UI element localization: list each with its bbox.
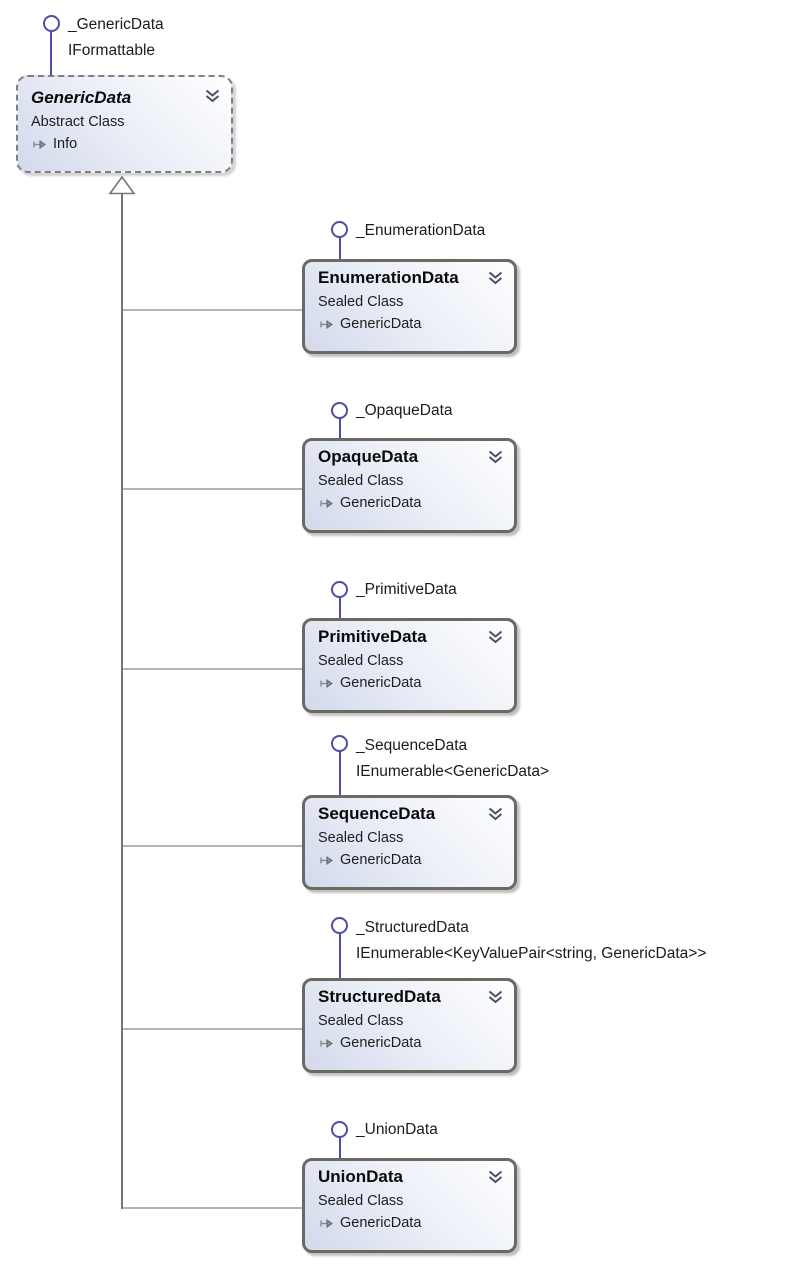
collapse-chevron-icon[interactable] — [488, 271, 503, 285]
member-arrow-icon — [320, 1218, 333, 1228]
lollipop-stick — [339, 597, 341, 618]
class-box-enumerationdata[interactable]: EnumerationData Sealed Class GenericData — [302, 259, 517, 354]
base-type-label: GenericData — [340, 852, 422, 868]
member-arrow-icon — [320, 498, 333, 508]
lollipop-circle-icon[interactable] — [331, 1121, 348, 1138]
base-type-member[interactable]: GenericData — [319, 852, 421, 868]
interface-label: IFormattable — [68, 42, 156, 59]
lollipop-circle-icon[interactable] — [331, 402, 348, 419]
inheritance-branch-line — [123, 1207, 302, 1209]
interface-label: IEnumerable<GenericData> — [356, 763, 550, 780]
member-arrow-icon — [320, 678, 333, 688]
lollipop-stick — [50, 32, 52, 75]
class-title: OpaqueData — [318, 447, 419, 466]
class-box-uniondata[interactable]: UnionData Sealed Class GenericData — [302, 1158, 517, 1253]
lollipop-stick — [339, 418, 341, 438]
inheritance-branch-line — [123, 845, 302, 847]
class-kind-label: Abstract Class — [31, 114, 125, 130]
base-type-label: GenericData — [340, 495, 422, 511]
interface-label: _OpaqueData — [356, 402, 453, 419]
collapse-chevron-icon[interactable] — [205, 89, 220, 103]
class-box-opaquedata[interactable]: OpaqueData Sealed Class GenericData — [302, 438, 517, 533]
base-type-label: GenericData — [340, 316, 422, 332]
class-title: GenericData — [31, 88, 132, 107]
collapse-chevron-icon[interactable] — [488, 450, 503, 464]
base-type-member[interactable]: GenericData — [319, 1215, 421, 1231]
class-box-genericdata[interactable]: GenericData Abstract Class Info — [16, 75, 233, 173]
class-title: EnumerationData — [318, 268, 459, 287]
class-kind-label: Sealed Class — [318, 294, 404, 310]
inheritance-branch-line — [123, 309, 302, 311]
collapse-chevron-icon[interactable] — [488, 1170, 503, 1184]
base-type-member[interactable]: GenericData — [319, 495, 421, 511]
class-title: SequenceData — [318, 804, 436, 823]
interface-label: _StructuredData — [356, 919, 469, 936]
inheritance-branch-line — [123, 1028, 302, 1030]
class-title: PrimitiveData — [318, 627, 427, 646]
base-type-member[interactable]: GenericData — [319, 316, 421, 332]
interface-label: IEnumerable<KeyValuePair<string, Generic… — [356, 945, 707, 962]
inheritance-trunk-line — [121, 194, 123, 1209]
interface-label: _UnionData — [356, 1121, 438, 1138]
member-arrow-icon — [33, 139, 46, 149]
class-title: StructuredData — [318, 987, 441, 1006]
class-box-sequencedata[interactable]: SequenceData Sealed Class GenericData — [302, 795, 517, 890]
class-box-primitivedata[interactable]: PrimitiveData Sealed Class GenericData — [302, 618, 517, 713]
base-type-label: GenericData — [340, 675, 422, 691]
lollipop-circle-icon[interactable] — [331, 221, 348, 238]
member-item[interactable]: Info — [32, 136, 77, 152]
collapse-chevron-icon[interactable] — [488, 630, 503, 644]
base-type-label: GenericData — [340, 1035, 422, 1051]
class-title: UnionData — [318, 1167, 403, 1186]
lollipop-circle-icon[interactable] — [331, 581, 348, 598]
interface-label: _GenericData — [68, 16, 164, 33]
collapse-chevron-icon[interactable] — [488, 807, 503, 821]
lollipop-stick — [339, 751, 341, 795]
lollipop-circle-icon[interactable] — [331, 735, 348, 752]
member-arrow-icon — [320, 319, 333, 329]
inheritance-branch-line — [123, 488, 302, 490]
lollipop-stick — [339, 933, 341, 978]
member-arrow-icon — [320, 1038, 333, 1048]
member-label: Info — [53, 136, 78, 152]
lollipop-stick — [339, 237, 341, 259]
member-arrow-icon — [320, 855, 333, 865]
interface-label: _EnumerationData — [356, 222, 486, 239]
class-box-structureddata[interactable]: StructuredData Sealed Class GenericData — [302, 978, 517, 1073]
lollipop-circle-icon[interactable] — [43, 15, 60, 32]
collapse-chevron-icon[interactable] — [488, 990, 503, 1004]
interface-label: _PrimitiveData — [356, 581, 457, 598]
class-kind-label: Sealed Class — [318, 1193, 404, 1209]
lollipop-stick — [339, 1137, 341, 1158]
class-kind-label: Sealed Class — [318, 473, 404, 489]
interface-label: _SequenceData — [356, 737, 468, 754]
class-kind-label: Sealed Class — [318, 830, 404, 846]
base-type-member[interactable]: GenericData — [319, 1035, 421, 1051]
inheritance-triangle-icon — [108, 175, 136, 195]
base-type-label: GenericData — [340, 1215, 422, 1231]
base-type-member[interactable]: GenericData — [319, 675, 421, 691]
inheritance-branch-line — [123, 668, 302, 670]
class-kind-label: Sealed Class — [318, 1013, 404, 1029]
lollipop-circle-icon[interactable] — [331, 917, 348, 934]
class-kind-label: Sealed Class — [318, 653, 404, 669]
